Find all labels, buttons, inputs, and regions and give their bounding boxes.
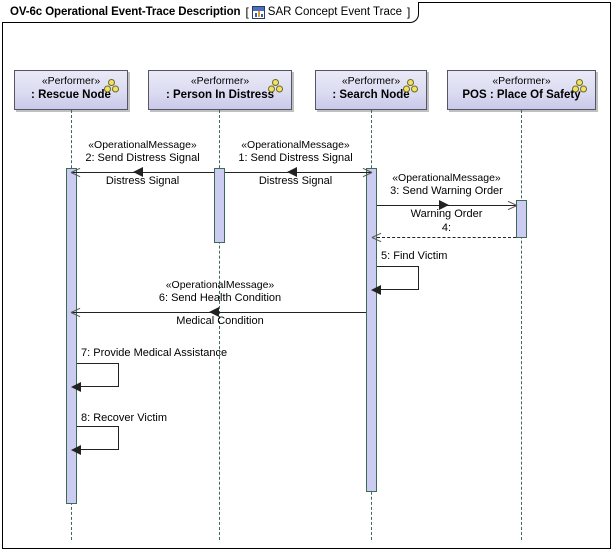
message-2-text: 2: Send Distress Signal xyxy=(85,152,200,164)
lifeline-head-rescue-node[interactable]: «Performer» : Rescue Node xyxy=(14,70,128,110)
activation-bar-person-in-distress xyxy=(214,168,225,243)
lifeline-name: : Rescue Node xyxy=(31,89,111,101)
lifeline-stereotype: «Performer» xyxy=(492,75,551,87)
diagram-frame-header: OV-6c Operational Event-Trace Descriptio… xyxy=(2,2,420,23)
message-1-label: «OperationalMessage» 1: Send Distress Si… xyxy=(219,139,372,165)
message-3-label: «OperationalMessage» 3: Send Warning Ord… xyxy=(372,172,521,198)
self-message-7-label: 7: Provide Medical Assistance xyxy=(81,347,228,359)
message-1-signal: Distress Signal xyxy=(258,175,333,187)
message-6-stereotype: «OperationalMessage» xyxy=(165,279,275,291)
lifeline-head-pos[interactable]: «Performer» POS : Place Of Safety xyxy=(447,70,596,110)
message-6-label: «OperationalMessage» 6: Send Health Cond… xyxy=(140,279,300,305)
self-message-8-label: 8: Recover Victim xyxy=(81,412,167,424)
message-3-stereotype: «OperationalMessage» xyxy=(392,172,501,184)
message-4-text: 4: xyxy=(441,222,452,234)
lifeline-head-person-in-distress[interactable]: «Performer» : Person In Distress xyxy=(148,70,292,110)
message-2-signal: Distress Signal xyxy=(105,175,180,187)
message-1-stereotype: «OperationalMessage» xyxy=(241,139,350,151)
message-2-stereotype: «OperationalMessage» xyxy=(88,139,197,151)
lifeline-name: : Person In Distress xyxy=(165,89,274,101)
lifeline-person-in-distress xyxy=(219,110,220,540)
lifeline-name: POS : Place Of Safety xyxy=(462,89,581,101)
lifeline-name: : Search Node xyxy=(332,89,410,101)
performer-icon xyxy=(268,79,283,93)
message-2-label: «OperationalMessage» 2: Send Distress Si… xyxy=(66,139,219,165)
message-3-signal: Warning Order xyxy=(410,208,483,220)
lifeline-pos xyxy=(521,110,522,540)
bracket-close: ] xyxy=(407,5,411,19)
diagram-name: SAR Concept Event Trace xyxy=(267,6,403,18)
sequence-diagram-icon xyxy=(251,5,265,19)
message-4-label: 4: xyxy=(372,222,521,235)
lifeline-stereotype: «Performer» xyxy=(41,75,101,87)
lifeline-stereotype: «Performer» xyxy=(341,75,401,87)
performer-icon xyxy=(104,79,119,93)
page-title: OV-6c Operational Event-Trace Descriptio… xyxy=(10,6,241,18)
lifeline-stereotype: «Performer» xyxy=(190,75,250,87)
lifeline-head-search-node[interactable]: «Performer» : Search Node xyxy=(315,70,427,110)
performer-icon xyxy=(572,79,587,93)
activation-bar-pos xyxy=(516,200,527,238)
performer-icon xyxy=(403,79,418,93)
message-6-text: 6: Send Health Condition xyxy=(158,292,282,304)
self-message-5-label: 5: Find Victim xyxy=(381,250,448,262)
bracket-open: [ xyxy=(245,5,249,19)
message-6-signal: Medical Condition xyxy=(176,315,264,327)
message-3-text: 3: Send Warning Order xyxy=(390,185,503,197)
message-1-text: 1: Send Distress Signal xyxy=(238,152,353,164)
